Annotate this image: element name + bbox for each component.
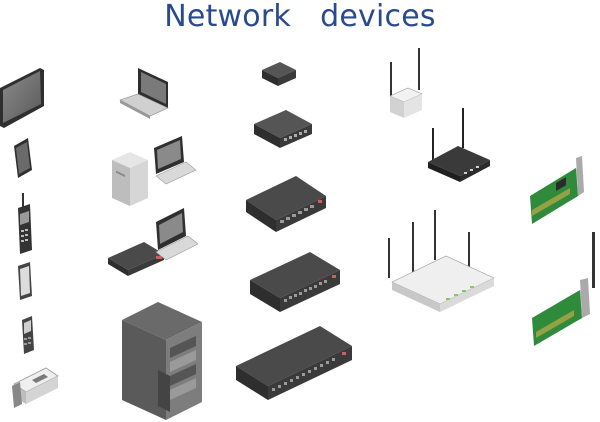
server-rack-icon	[122, 302, 202, 420]
desk-phone-icon	[12, 367, 59, 408]
router-4-antenna-icon	[388, 210, 495, 312]
switch-small-icon	[262, 62, 296, 86]
switch-8-port-icon	[246, 176, 326, 232]
mobile-phone-icon	[22, 316, 34, 354]
router-black-icon	[428, 108, 490, 182]
tablet-icon	[14, 138, 32, 178]
laptop-dock-icon	[108, 208, 199, 276]
page-title: Network devices	[164, 0, 436, 34]
network-card-icon	[530, 156, 584, 224]
switch-16-port-icon	[250, 252, 340, 312]
cordless-phone-icon	[18, 193, 32, 254]
laptop-icon	[119, 68, 169, 119]
switch-24-port-icon	[236, 326, 352, 400]
switch-5-port-icon	[254, 110, 312, 148]
monitor-icon	[0, 68, 44, 128]
router-2-antenna-icon	[389, 48, 423, 118]
wireless-card-icon	[532, 232, 595, 346]
desktop-computer-icon	[112, 136, 197, 206]
smartphone-icon	[18, 262, 32, 300]
